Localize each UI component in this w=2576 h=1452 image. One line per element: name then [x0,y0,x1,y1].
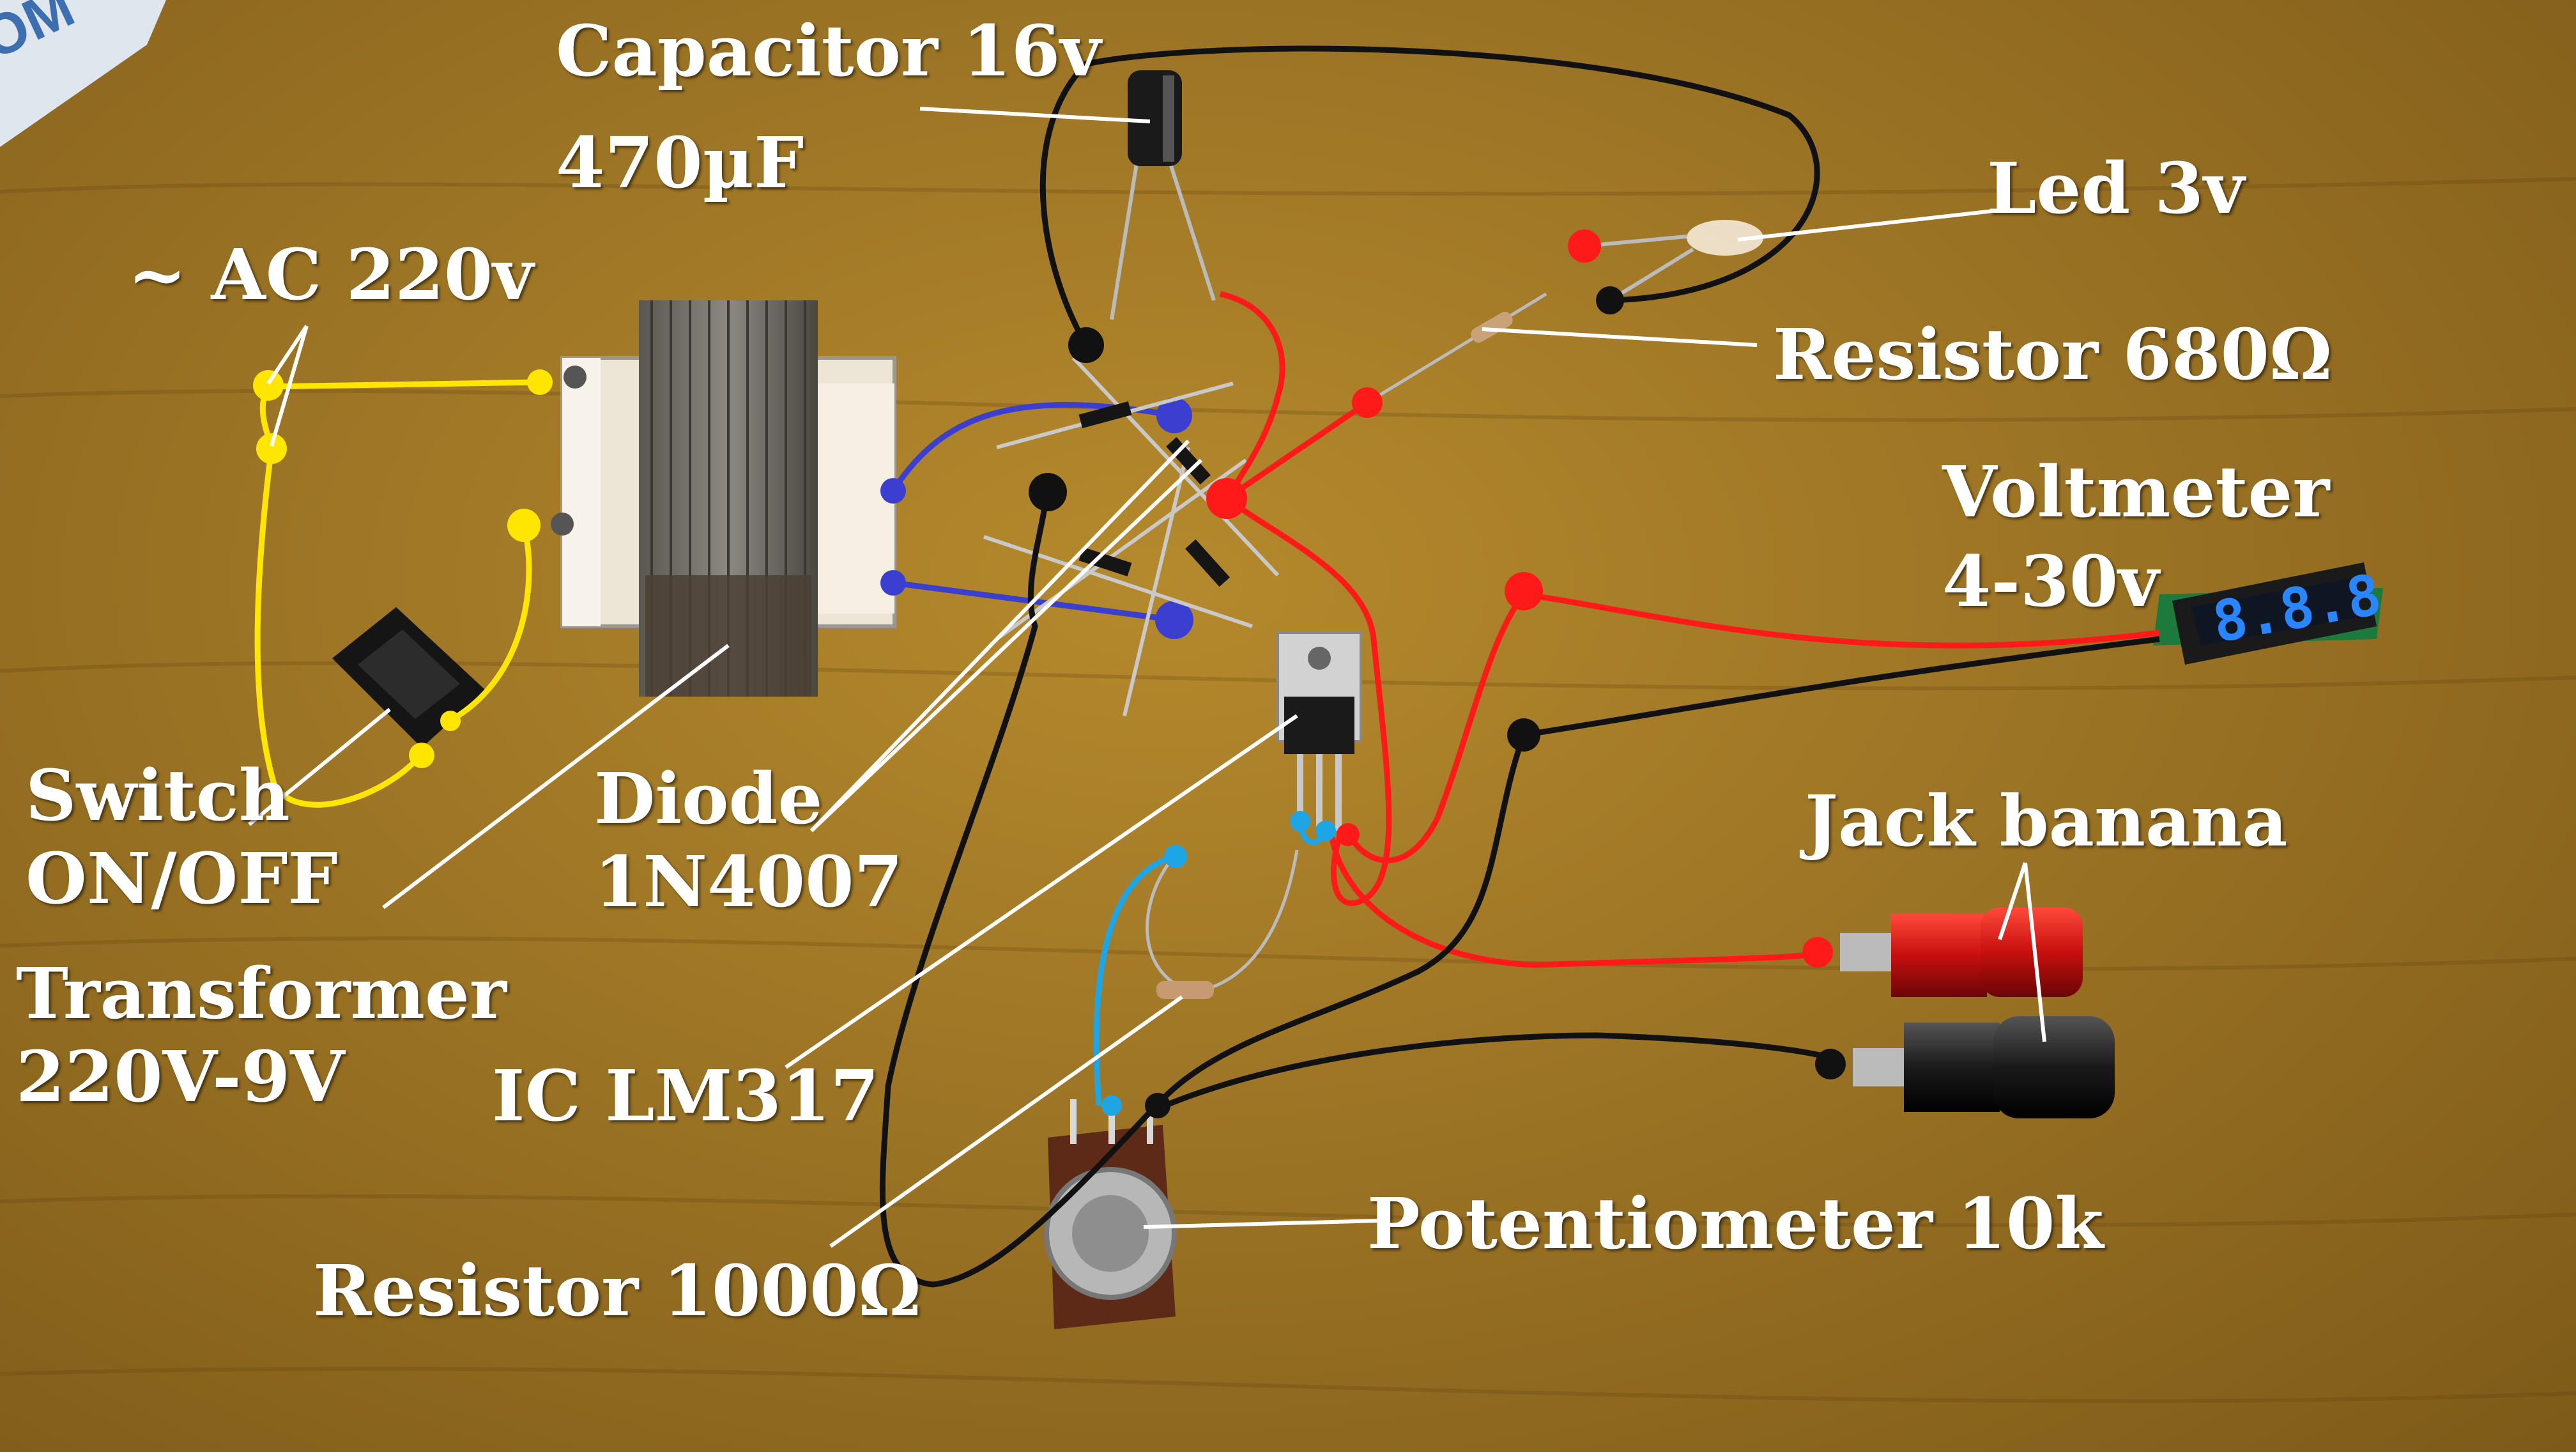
label-ic: IC LM317 [492,1058,879,1134]
resistor-1000 [1146,849,1299,999]
jack-banana-black [1853,1016,2115,1118]
label-transformer: Transformer 220V-9V [16,955,507,1115]
label-potentiometer: Potentiometer 10k [1367,1186,2104,1262]
wood-grain [0,177,2576,1403]
label-resistor-1000: Resistor 1000Ω [313,1253,921,1329]
led-component [1584,220,1763,302]
resistor-680 [1366,292,1547,405]
label-resistor-1000-line1: Resistor 1000Ω [313,1249,921,1332]
label-voltmeter-line1: Voltmeter [1942,451,2330,533]
label-switch-line1: Switch [26,754,290,837]
label-jack-banana: Jack banana [1805,783,2288,860]
lm317-ic [1276,631,1362,831]
red-dots [1206,229,1833,968]
black-dots [1029,286,1846,1118]
label-diode-line2: 1N4007 [594,840,903,923]
jack-banana-red [1840,908,2083,997]
label-jack-banana-line1: Jack banana [1805,780,2288,862]
label-diode-line1: Diode [594,757,823,840]
label-led: Led 3v [1987,150,2244,227]
label-capacitor: Capacitor 16v 470µF [556,13,1101,201]
label-switch-line2: ON/OFF [26,837,338,920]
capacitor-component [1110,70,1216,320]
cyan-dots [1101,811,1336,1116]
label-switch: Switch ON/OFF [26,757,338,917]
corner-sign: OM [0,0,166,147]
label-transformer-line1: Transformer [16,952,507,1035]
yellow-wires [254,379,543,808]
label-led-line1: Led 3v [1987,147,2244,229]
potentiometer-component [1044,1099,1177,1329]
label-voltmeter-line2: 4-30v [1942,540,2159,622]
label-diode: Diode 1N4007 [594,761,903,920]
blue-dots [880,398,1193,639]
label-capacitor-line1: Capacitor 16v [556,10,1101,92]
label-resistor-680-line1: Resistor 680Ω [1773,313,2333,396]
label-voltmeter: Voltmeter 4-30v [1942,454,2329,620]
label-resistor-680: Resistor 680Ω [1773,316,2332,393]
annotation-pointers [248,107,2046,1248]
label-capacitor-line2: 470µF [556,121,804,204]
red-wires [1220,291,2160,968]
diode-bridge [983,356,1280,716]
transformer [551,300,896,697]
label-ac: ~ AC 220v [128,236,533,313]
label-ic-line1: IC LM317 [492,1054,880,1137]
label-transformer-line2: 220V-9V [16,1035,345,1118]
label-potentiometer-line1: Potentiometer 10k [1367,1182,2104,1265]
switch-component [332,607,486,748]
label-ac-line1: ~ AC 220v [128,233,534,316]
yellow-dots [253,369,553,768]
